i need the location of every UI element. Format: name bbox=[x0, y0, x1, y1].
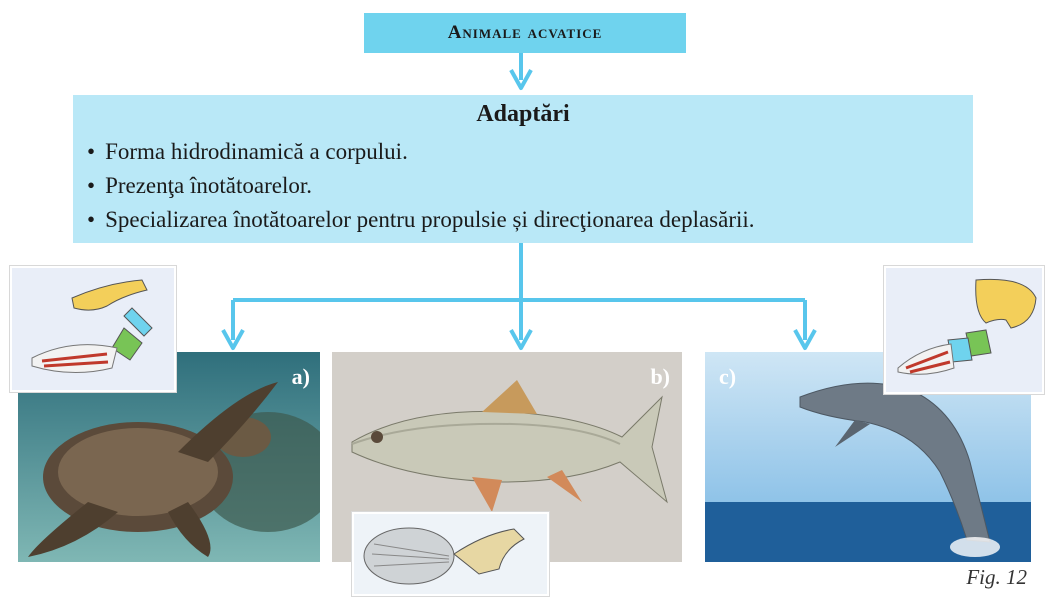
adaptation-item: Specializarea înotătoarelor pentru propu… bbox=[87, 203, 754, 237]
figure-caption: Fig. 12 bbox=[966, 565, 1027, 589]
panel-label-c: c) bbox=[719, 364, 737, 389]
arrow-head-b bbox=[509, 329, 533, 350]
inset-fish-fin bbox=[352, 512, 549, 596]
title-box: Animale acvatice bbox=[364, 13, 686, 53]
photo-dolphin: c) bbox=[705, 352, 1031, 562]
title-text: Animale acvatice bbox=[447, 22, 603, 43]
inset-dolphin-flipper bbox=[884, 266, 1044, 394]
arrow-head-top bbox=[509, 69, 533, 90]
panel-label-a: a) bbox=[291, 364, 310, 389]
inset-turtle-flipper bbox=[10, 266, 176, 392]
adaptations-box: Adaptări Forma hidrodinamică a corpului.… bbox=[73, 95, 973, 243]
adaptations-heading: Adaptări bbox=[476, 101, 570, 127]
adaptations-list: Forma hidrodinamică a corpului. Prezenţa… bbox=[87, 135, 755, 237]
adaptation-item: Forma hidrodinamică a corpului. bbox=[87, 135, 755, 169]
panel-label-b: b) bbox=[650, 364, 670, 389]
adaptation-item: Prezenţa înotătoarelor. bbox=[87, 169, 755, 203]
arrow-head-a bbox=[221, 329, 245, 350]
arrow-head-c bbox=[793, 329, 817, 350]
